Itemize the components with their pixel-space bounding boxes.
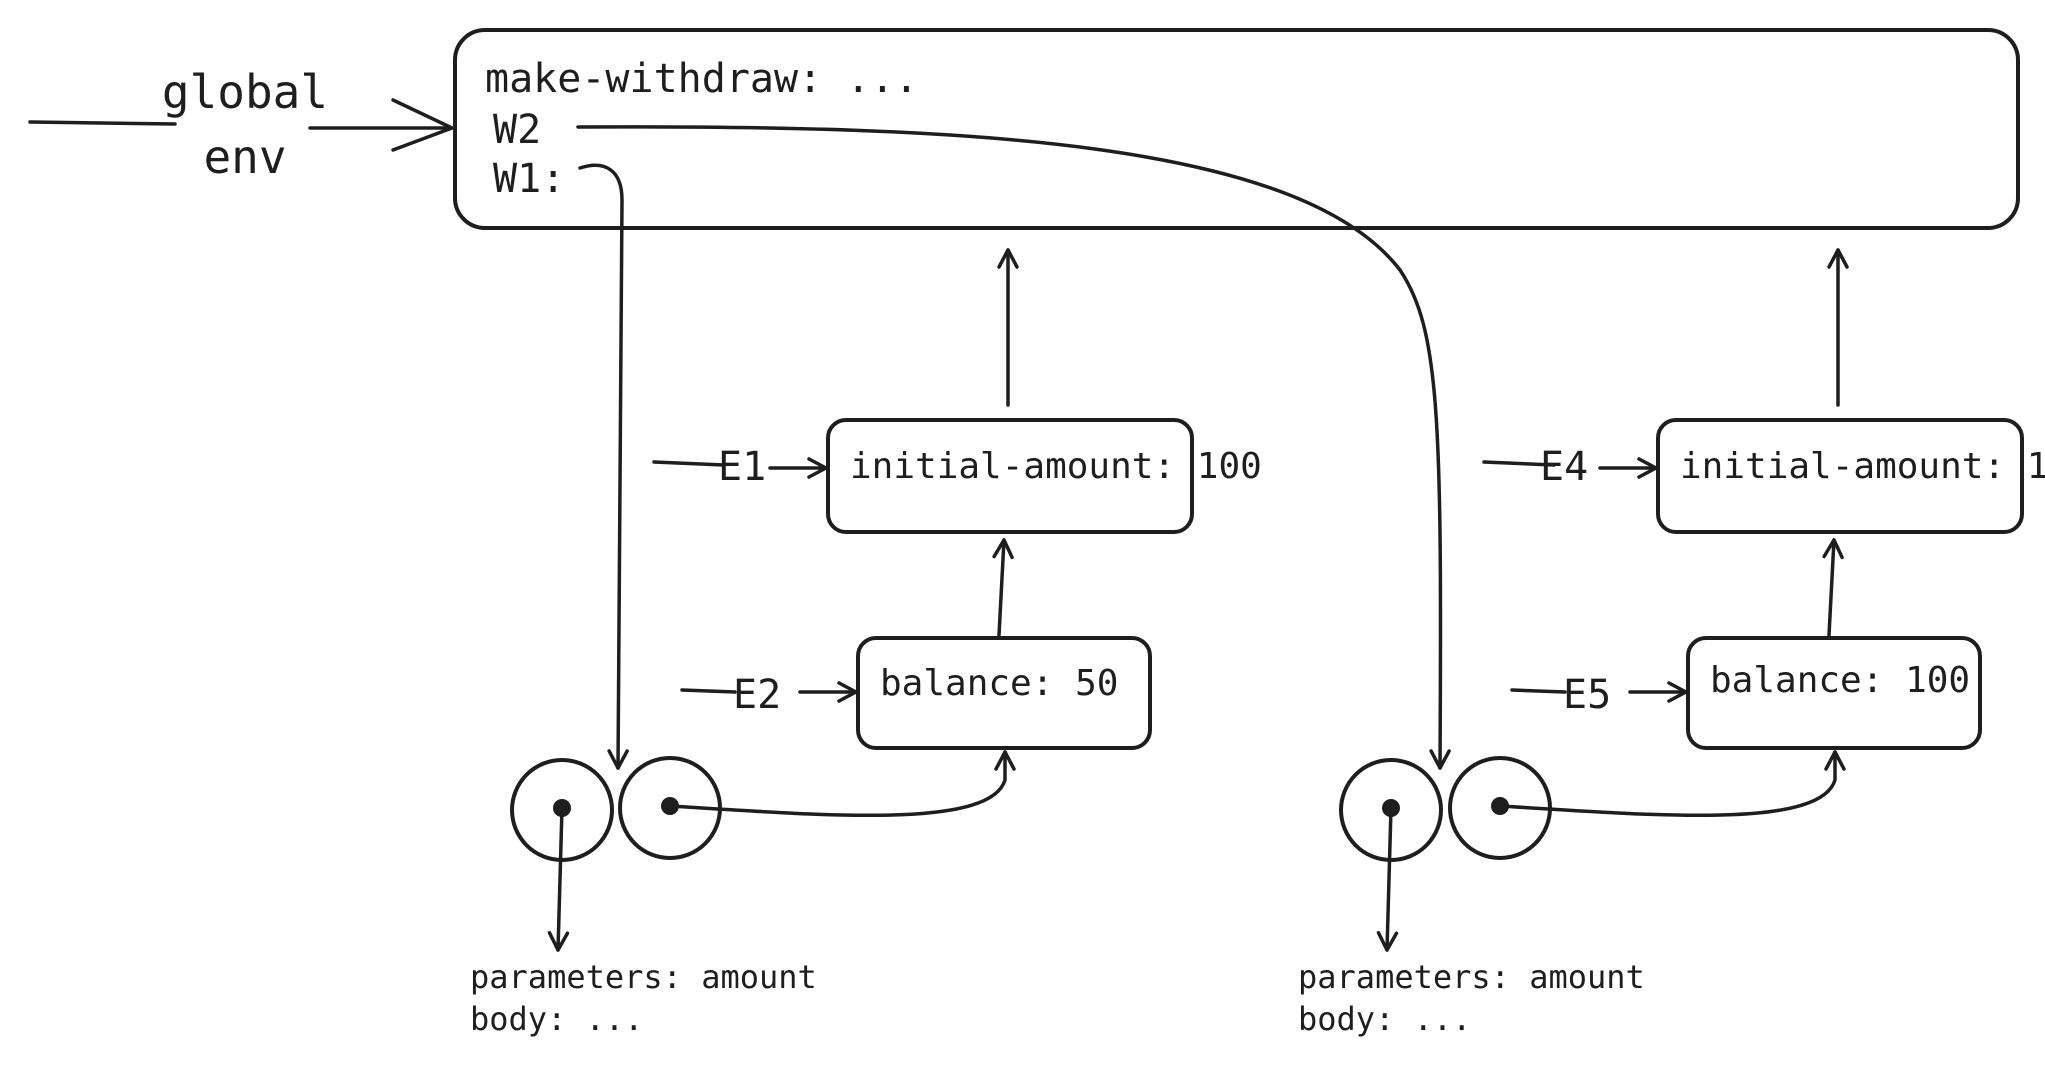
right-procedure-env-pointer <box>1498 750 1846 818</box>
w1-pointer <box>578 163 629 770</box>
e5-frame <box>1686 636 1982 750</box>
global-env-pointer: global env <box>28 65 454 184</box>
global-env-pointer-head <box>391 98 454 152</box>
global-env-pointer-line-left <box>28 120 177 126</box>
right-procedure-code-pointer <box>1376 806 1399 952</box>
e2-frame <box>856 636 1152 750</box>
e5-pointer-line <box>1510 688 1567 694</box>
global-env-label-line2: env <box>203 130 286 184</box>
e1-label: E1 <box>718 444 766 490</box>
e2-frame-binding: balance: 50 <box>880 663 1118 704</box>
e2-pointer-line <box>680 688 737 694</box>
e4-frame-binding: initial-amount: 100 <box>1680 446 2045 487</box>
e4-frame <box>1656 418 2024 534</box>
e1-pointer-line <box>652 460 726 467</box>
global-frame <box>453 28 2020 230</box>
e2-label: E2 <box>733 672 781 718</box>
binding-w2: W2 <box>493 107 541 153</box>
binding-w1: W1: <box>493 156 565 202</box>
left-group: initial-amount: 100 E1 balance: 50 E2 pa… <box>470 248 1262 1038</box>
e5-label: E5 <box>1563 672 1611 718</box>
w2-pointer <box>576 125 1451 770</box>
e1-frame-binding: initial-amount: 100 <box>850 446 1262 487</box>
e5-frame-binding: balance: 100 <box>1710 660 1970 701</box>
global-env-label-line1: global <box>162 65 328 119</box>
right-procedure-parameters: parameters: amount <box>1298 958 1645 996</box>
binding-make-withdraw: make-withdraw: ... <box>485 56 918 102</box>
left-procedure-env-pointer <box>668 750 1016 818</box>
e5-parent-arrow <box>1822 538 1844 637</box>
e1-frame <box>826 418 1194 534</box>
right-procedure-body: body: ... <box>1298 1000 1471 1038</box>
left-procedure-parameters: parameters: amount <box>470 958 817 996</box>
left-procedure-body: body: ... <box>470 1000 643 1038</box>
left-procedure-code-pointer <box>547 806 570 952</box>
e4-pointer-line <box>1482 460 1556 467</box>
e2-parent-arrow <box>992 538 1014 637</box>
right-group: initial-amount: 100 E4 balance: 100 E5 p… <box>1298 248 2045 1038</box>
e4-label: E4 <box>1540 444 1588 490</box>
